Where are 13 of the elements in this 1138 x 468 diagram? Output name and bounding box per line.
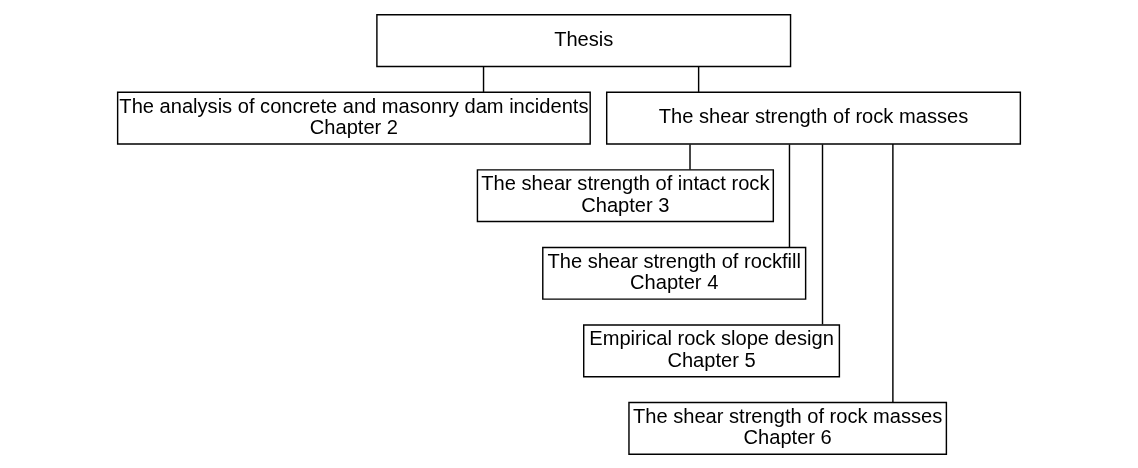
connector [482, 65, 485, 93]
connector [689, 143, 691, 170]
node-box: The shear strength of intact rock Chapter 3 [476, 168, 775, 222]
node-box: The shear strength of rock masses [606, 91, 1022, 145]
node-box: The analysis of concrete and masonry dam incidents Chapter 2 [116, 91, 591, 145]
node-box: Empirical rock slope design Chapter 5 [583, 323, 841, 377]
connector [697, 65, 700, 93]
connector [821, 143, 824, 325]
node-box: The shear strength of rock masses Chapter 6 [628, 401, 948, 455]
node-box: Thesis [376, 13, 792, 67]
connector [892, 142, 894, 403]
node-box: The shear strength of rockfill Chapter 4 [542, 246, 807, 300]
connector [788, 143, 791, 248]
